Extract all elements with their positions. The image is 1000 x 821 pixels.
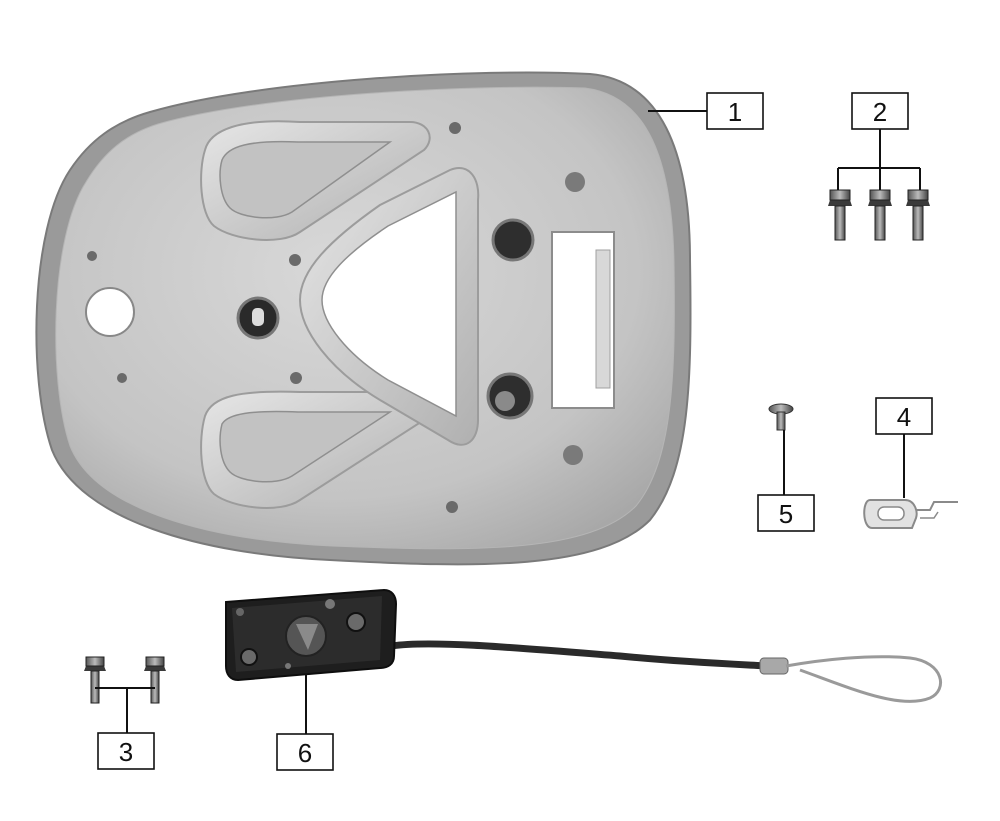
- callout-6: 6: [276, 733, 334, 771]
- spring-clip-icon: [863, 499, 958, 529]
- callout-2: 2: [851, 92, 909, 130]
- callout-1: 1: [706, 92, 764, 130]
- callout-3: 3: [97, 732, 155, 770]
- flange-bolt-icon: [828, 189, 930, 241]
- lock-base-with-cable-icon: [225, 588, 943, 703]
- callout-1-label: 1: [728, 97, 742, 127]
- callout-3-label: 3: [119, 737, 133, 767]
- callout-4: 4: [875, 397, 933, 435]
- callout-4-label: 4: [897, 402, 911, 432]
- rear-carrier-plate-icon: [35, 71, 692, 566]
- push-rivet-icon: [768, 403, 794, 431]
- callout-5: 5: [757, 494, 815, 532]
- callout-5-label: 5: [779, 499, 793, 529]
- callout-2-label: 2: [873, 97, 887, 127]
- leader-lines: [95, 110, 921, 734]
- callout-6-label: 6: [298, 738, 312, 768]
- flange-bolt-icon: [84, 656, 166, 704]
